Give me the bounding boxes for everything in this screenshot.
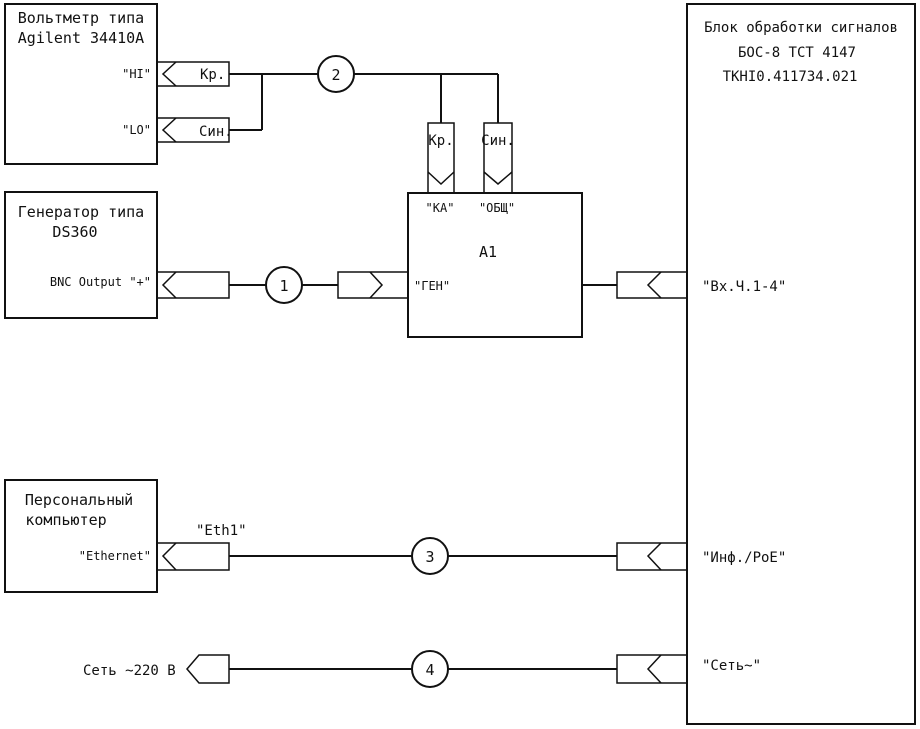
- voltmeter-blue-connector: Син.: [156, 117, 233, 143]
- a1-red-connector: Кр.: [427, 122, 455, 194]
- cable-1-marker: 1: [265, 266, 303, 304]
- cable-4-marker: 4: [411, 650, 449, 688]
- a1-blue-connector-label: Син.: [481, 133, 515, 149]
- unit-port-info: "Инф./PoE": [702, 550, 786, 566]
- cable-1-number: 1: [279, 277, 288, 295]
- cable-3-marker: 3: [411, 537, 449, 575]
- pc-connector-label: "Eth1": [196, 523, 247, 539]
- pc-port-ethernet: "Ethernet": [79, 549, 151, 563]
- cable-2-wires: [229, 73, 499, 131]
- unit-port-input: "Вх.Ч.1-4": [702, 279, 786, 295]
- cable-2-marker: 2: [317, 55, 355, 93]
- processing-unit-box: [686, 3, 916, 725]
- generator-box: [4, 191, 158, 319]
- unit-port-mains: "Сеть~": [702, 658, 761, 674]
- a1-port-ka: "КА": [426, 201, 455, 215]
- mains-plug: [186, 654, 230, 684]
- pc-eth-connector: [156, 542, 230, 571]
- generator-title-line2: DS360: [52, 223, 97, 241]
- pc-box: [4, 479, 158, 593]
- mains-label: Сеть ~220 В: [83, 663, 176, 679]
- unit-title-line1: Блок обработки сигналов: [704, 20, 898, 36]
- voltmeter-title-line2: Agilent 34410A: [18, 29, 144, 47]
- unit-mains-connector: [616, 654, 688, 684]
- a1-box: [407, 192, 583, 338]
- voltmeter-port-lo: "LO": [122, 123, 151, 137]
- cable-3-number: 3: [425, 548, 434, 566]
- cable-2-number: 2: [331, 66, 340, 84]
- a1-port-gen: "ГЕН": [414, 279, 450, 293]
- voltmeter-blue-connector-label: Син.: [199, 124, 233, 140]
- a1-gen-connector: [337, 271, 409, 299]
- generator-title-line1: Генератор типа: [18, 203, 144, 221]
- generator-port-output: BNC Output "+": [50, 275, 151, 289]
- unit-title-line2: БОС-8 ТСТ 4147: [738, 45, 856, 61]
- a1-red-connector-label: Кр.: [428, 133, 453, 149]
- unit-input-connector: [616, 271, 688, 299]
- generator-output-connector: [156, 271, 230, 299]
- voltmeter-red-connector: Кр.: [156, 61, 230, 87]
- voltmeter-title-line1: Вольтметр типа: [18, 9, 144, 27]
- a1-label: A1: [479, 243, 497, 261]
- voltmeter-box: [4, 3, 158, 165]
- cable-4-number: 4: [425, 661, 434, 679]
- pc-title-line1: Персональный: [25, 491, 133, 509]
- a1-port-common: "ОБЩ": [479, 201, 515, 215]
- pc-title-line2: компьютер: [25, 511, 106, 529]
- a1-blue-connector: Син.: [481, 122, 515, 194]
- voltmeter-red-connector-label: Кр.: [200, 67, 225, 83]
- unit-info-connector: [616, 542, 688, 571]
- unit-title-line3: ТКНІ0.411734.021: [723, 69, 858, 85]
- voltmeter-port-hi: "HI": [122, 67, 151, 81]
